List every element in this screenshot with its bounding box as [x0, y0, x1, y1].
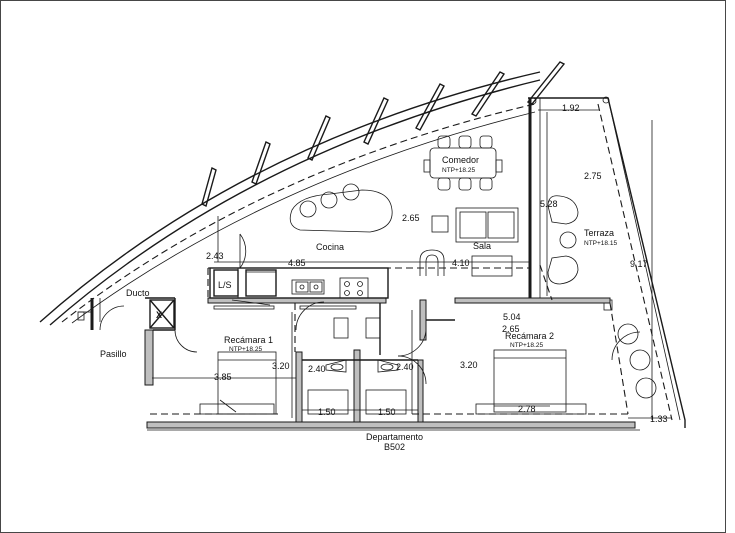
- dim-1-50-b: 1.50: [378, 407, 396, 417]
- dim-5-04: 5.04: [503, 312, 521, 322]
- dim-2-40-b: 2.40: [396, 362, 414, 372]
- facade-fins: [201, 61, 566, 208]
- room-label-sala: Sala: [473, 241, 491, 251]
- dim-3-20-b: 3.20: [460, 360, 478, 370]
- ntp-terraza: NTP+18.15: [584, 240, 617, 247]
- room-label-comedor: Comedor: [442, 155, 479, 165]
- unit-label-line2: B502: [384, 442, 405, 452]
- dim-1-50-a: 1.50: [318, 407, 336, 417]
- dim-9-17: 9.17: [630, 259, 648, 269]
- dining-table: [423, 135, 503, 191]
- dim-5-28: 5.28: [540, 199, 558, 209]
- dim-2-78: 2.78: [518, 404, 536, 414]
- bed-recamara-2: [475, 349, 587, 415]
- bed-recamara-1: [199, 351, 277, 415]
- door-swings: [99, 233, 641, 385]
- dim-1-33: 1.33: [650, 414, 668, 424]
- ntp-comedor: NTP+18.25: [442, 167, 475, 174]
- dim-2-43: 2.43: [206, 251, 224, 261]
- bathrooms: [307, 317, 407, 415]
- room-label-pasillo: Pasillo: [100, 349, 127, 359]
- sofa: [419, 207, 519, 277]
- label-ls: L/S: [218, 280, 232, 290]
- room-label-cocina: Cocina: [316, 242, 344, 252]
- dim-2-75: 2.75: [584, 171, 602, 181]
- interior-walls: [77, 297, 640, 431]
- terrace-furniture: [547, 195, 657, 399]
- curved-facade: [39, 71, 541, 326]
- room-label-recamara-2: Recámara 2: [505, 331, 554, 341]
- dim-3-85: 3.85: [214, 372, 232, 382]
- kitchen-island: [289, 189, 393, 233]
- unit-label-line1: Departamento: [366, 432, 423, 442]
- island-stools: [299, 183, 360, 218]
- dim-2-40-a: 2.40: [308, 364, 326, 374]
- dim-2-65-a: 2.65: [402, 213, 420, 223]
- ntp-recamara-2: NTP+18.25: [510, 342, 543, 349]
- dim-4-10: 4.10: [452, 258, 470, 268]
- dim-2-65-b: 2.65: [502, 324, 520, 334]
- dim-1-92: 1.92: [562, 103, 580, 113]
- dimension-lines: [152, 109, 672, 420]
- label-x: X: [156, 310, 162, 320]
- room-label-ducto: Ducto: [126, 288, 150, 298]
- terrace-outline: [528, 96, 686, 428]
- room-label-recamara-1: Recámara 1: [224, 335, 273, 345]
- kitchen: [209, 267, 389, 310]
- room-label-terraza: Terraza: [584, 228, 614, 238]
- dim-3-20-a: 3.20: [272, 361, 290, 371]
- dim-4-85: 4.85: [288, 258, 306, 268]
- ntp-recamara-1: NTP+18.25: [229, 346, 262, 353]
